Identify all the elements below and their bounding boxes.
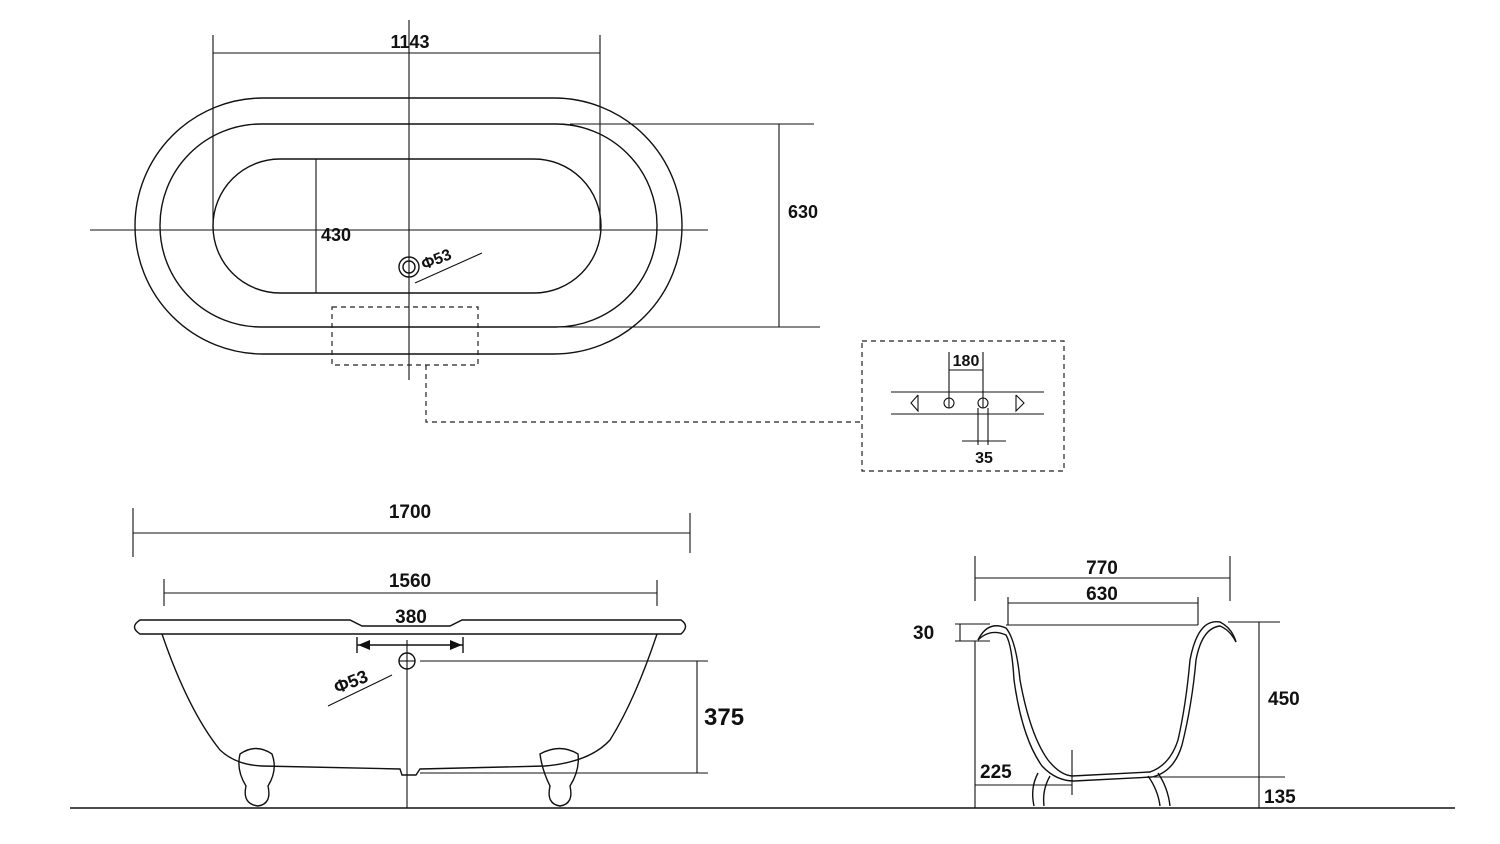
dim-label-630-top: 630 <box>788 202 818 222</box>
detail-marker-left <box>910 394 919 413</box>
top-detail-box <box>331 306 479 366</box>
end-foot-right <box>1147 772 1171 807</box>
dim-label-225: 225 <box>980 762 1012 783</box>
dim-label-135: 135 <box>1264 787 1296 808</box>
dim-label-1143: 1143 <box>390 32 429 52</box>
dim-label-30: 30 <box>913 623 934 644</box>
dim-label-375: 375 <box>704 704 744 731</box>
side-rim <box>133 619 687 635</box>
dim-label-430: 430 <box>321 225 351 245</box>
top-view: 1143 630 430 Φ53 <box>90 20 862 423</box>
side-foot-right <box>539 747 580 807</box>
end-foot-left <box>1031 772 1051 807</box>
dim-label-450: 450 <box>1268 689 1300 710</box>
dim-label-770: 770 <box>1086 558 1118 579</box>
top-drain-outer <box>398 256 420 278</box>
end-basin-inner <box>977 625 1237 782</box>
detail-frame <box>861 340 1065 472</box>
detail-marker-right <box>1015 394 1025 413</box>
dim-label-1700: 1700 <box>389 502 431 523</box>
dim-380-arrow-left <box>358 640 370 650</box>
top-drain-inner <box>402 260 416 274</box>
side-body <box>161 633 658 776</box>
end-basin-outer <box>977 621 1237 777</box>
dim-label-35: 35 <box>975 450 993 467</box>
end-view: 770 630 30 450 135 225 <box>913 556 1300 808</box>
dim-label-380: 380 <box>395 607 427 628</box>
side-foot-left <box>238 747 275 807</box>
detail-leader <box>425 365 862 423</box>
dim-380-arrow-right <box>450 640 462 650</box>
top-drain-label: Φ53 <box>419 246 454 273</box>
side-view: 1700 1560 380 Φ53 375 <box>132 502 744 808</box>
dim-label-180: 180 <box>953 353 980 370</box>
dim-label-1560: 1560 <box>389 571 431 592</box>
side-drain-leader <box>327 674 393 707</box>
dim-label-630-end: 630 <box>1086 584 1118 605</box>
side-drain-label: Φ53 <box>331 666 371 698</box>
top-drain-leader <box>414 252 483 284</box>
detail-view: 180 35 <box>861 340 1065 472</box>
